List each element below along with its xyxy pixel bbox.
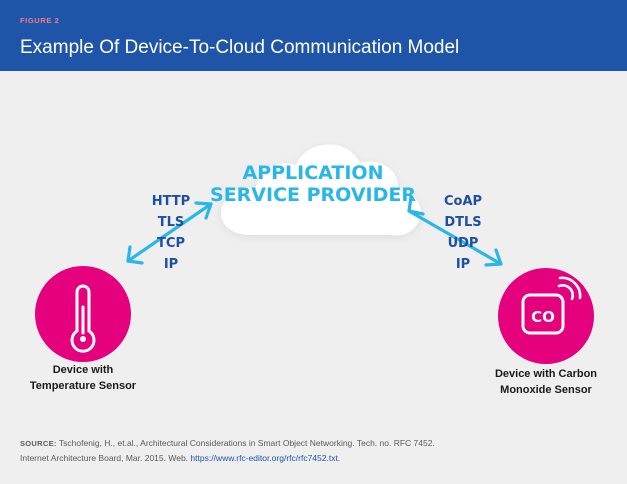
left-protocol-item: TCP (157, 236, 185, 251)
right-protocol-stack: CoAP DTLS UDP IP (444, 194, 482, 272)
right-protocol-item: IP (456, 257, 470, 272)
source-text-line2: Internet Architecture Board, Mar. 2015. … (20, 453, 189, 463)
source-citation: SOURCE: Tschofenig, H., et.al., Architec… (20, 436, 610, 466)
left-protocol-item: TLS (158, 215, 185, 230)
right-bidirectional-arrow (407, 195, 503, 267)
source-text-line1: Tschofenig, H., et.al., Architectural Co… (58, 438, 435, 448)
thermometer-icon (70, 284, 96, 353)
figure-title: Example Of Device-To-Cloud Communication… (20, 37, 460, 58)
diagram-canvas: APPLICATION SERVICE PROVIDER HTTP TLS TC… (35, 144, 594, 364)
co-badge-text: CO (531, 308, 555, 326)
figure-header: FIGURE 2 Example Of Device-To-Cloud Comm… (0, 0, 627, 71)
co-device-circle (498, 268, 594, 364)
temperature-device-label: Device with Temperature Sensor (29, 364, 137, 392)
right-protocol-item: DTLS (444, 215, 481, 230)
co-sensor-icon: CO (521, 276, 582, 335)
left-protocol-item: HTTP (152, 194, 190, 209)
right-protocol-item: CoAP (444, 194, 482, 209)
cloud-label-line1: APPLICATION (243, 162, 384, 184)
figure-label: FIGURE 2 (20, 16, 60, 25)
co-device-label: Device with Carbon Monoxide Sensor (494, 368, 598, 396)
left-bidirectional-arrow (126, 201, 213, 265)
right-protocol-item: UDP (448, 236, 479, 251)
cloud-icon (220, 144, 421, 236)
left-protocol-item: IP (164, 257, 178, 272)
source-link[interactable]: https://www.rfc-editor.org/rfc/rfc7452.t… (190, 453, 341, 463)
cloud-label-line2: SERVICE PROVIDER (210, 184, 416, 206)
source-label: SOURCE: (20, 439, 57, 448)
left-protocol-stack: HTTP TLS TCP IP (152, 194, 190, 272)
